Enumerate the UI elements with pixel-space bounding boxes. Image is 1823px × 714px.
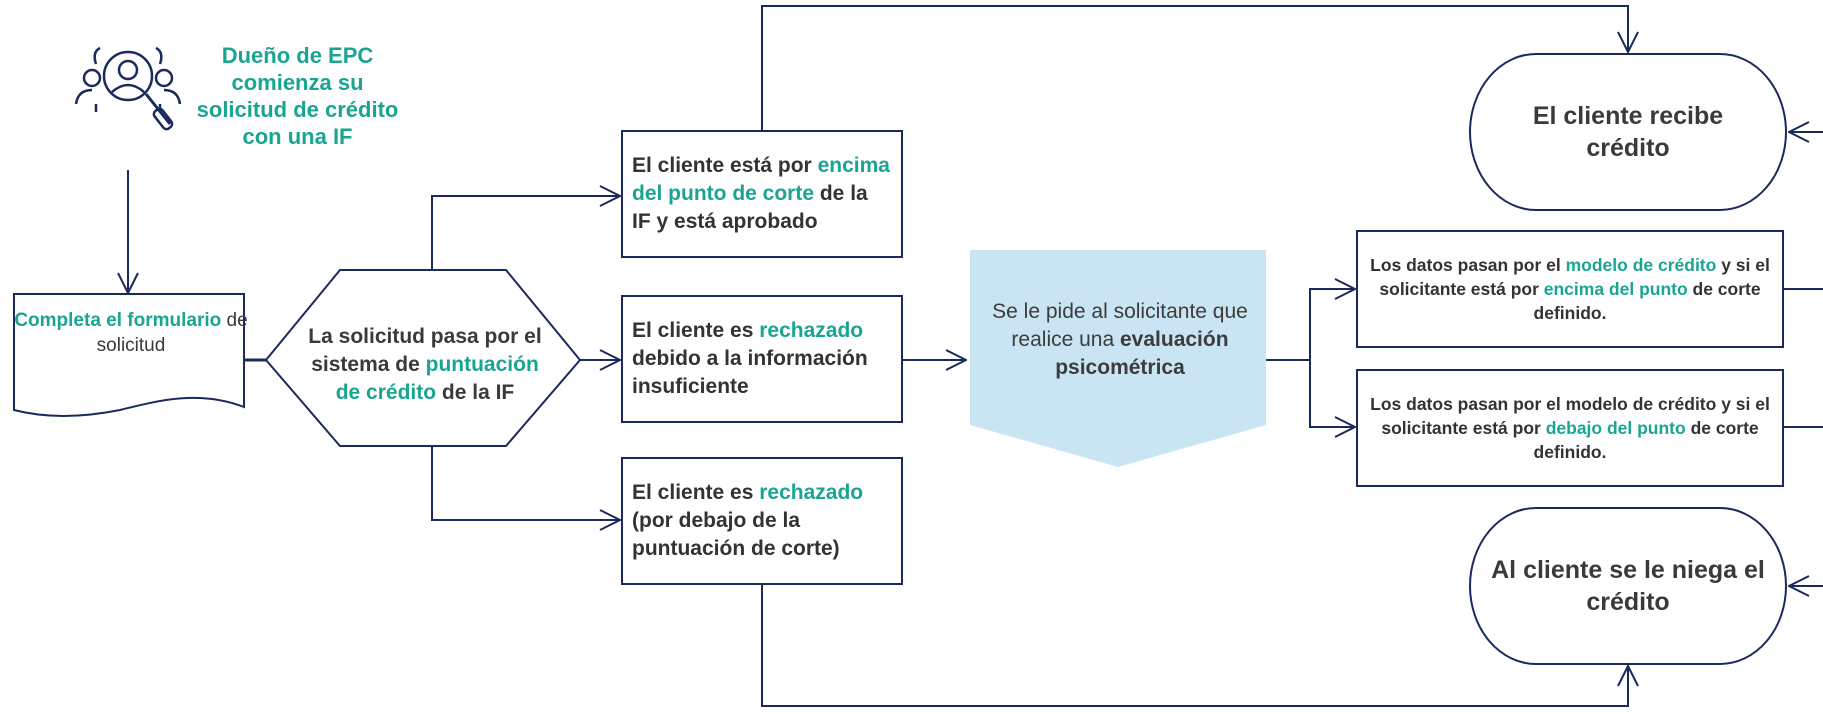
form-rest: de solicitud bbox=[96, 310, 248, 356]
denied-credit-node bbox=[1469, 507, 1787, 665]
form-document bbox=[13, 293, 245, 417]
receives-credit-node bbox=[1469, 53, 1787, 211]
psychometric-bold: evaluación psicométrica bbox=[1055, 328, 1229, 379]
psychometric-label: Se le pide al solicitante que realice un… bbox=[992, 300, 1248, 379]
scoring-label: La solicitud pasa por el sistema de punt… bbox=[308, 325, 542, 404]
approved-highlight: encima del punto de corte bbox=[632, 154, 890, 205]
form-label: Completa el formulario de solicitud bbox=[14, 294, 248, 372]
person-search-icon bbox=[74, 46, 182, 131]
psychometric-shape bbox=[970, 250, 1266, 467]
below-cutoff-label: El cliente es rechazado (por debajo de l… bbox=[632, 481, 864, 560]
denied-credit-label: Al cliente se le niega el crédito bbox=[1491, 556, 1765, 616]
approved-label: El cliente está por encima del punto de … bbox=[632, 154, 890, 233]
model-above-label: Los datos pasan por el modelo de crédito… bbox=[1370, 255, 1770, 323]
insufficient-highlight: rechazado bbox=[759, 319, 864, 342]
form-highlight: Completa el formulario bbox=[14, 310, 222, 331]
insufficient-label: El cliente es rechazado debido a la info… bbox=[632, 319, 868, 398]
receives-credit-label: El cliente recibe crédito bbox=[1532, 102, 1724, 162]
model-below-label: Los datos pasan por el modelo de crédito… bbox=[1370, 394, 1770, 462]
below-cutoff-highlight: rechazado bbox=[759, 481, 864, 504]
scoring-highlight: puntuación de crédito bbox=[335, 353, 539, 404]
start-title: Dueño de EPC comienza su solicitud de cr… bbox=[196, 43, 399, 149]
